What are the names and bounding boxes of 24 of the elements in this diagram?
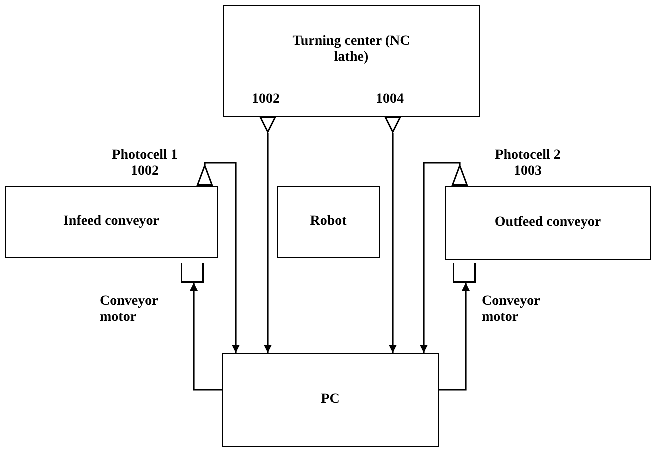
component-box xyxy=(5,186,218,258)
signal-arrow xyxy=(204,162,240,353)
component-label: Robot xyxy=(310,214,347,230)
signal-arrow xyxy=(420,162,461,353)
component-box xyxy=(223,5,480,117)
component-label: Outfeed conveyor xyxy=(494,215,602,231)
component-caption: 1002 xyxy=(131,164,159,180)
component-caption: Conveyor motor xyxy=(100,294,160,326)
component-label: Infeed conveyor xyxy=(63,214,160,230)
component-caption: Photocell 1 xyxy=(112,148,178,164)
component-box xyxy=(277,186,380,258)
component-box xyxy=(222,353,439,447)
component-caption: 1003 xyxy=(514,164,542,180)
component-caption: Photocell 2 xyxy=(495,148,561,164)
component-caption: Conveyor motor xyxy=(482,294,542,326)
signal-arrow xyxy=(264,133,272,353)
component-label: Turning center (NC lathe) xyxy=(292,34,412,66)
port-number: 1004 xyxy=(376,92,404,108)
port-number: 1002 xyxy=(252,92,280,108)
component-label: PC xyxy=(321,392,340,408)
component-box xyxy=(445,186,651,260)
signal-arrow xyxy=(439,283,470,391)
signal-arrow xyxy=(389,133,397,353)
signal-arrow xyxy=(190,283,222,391)
